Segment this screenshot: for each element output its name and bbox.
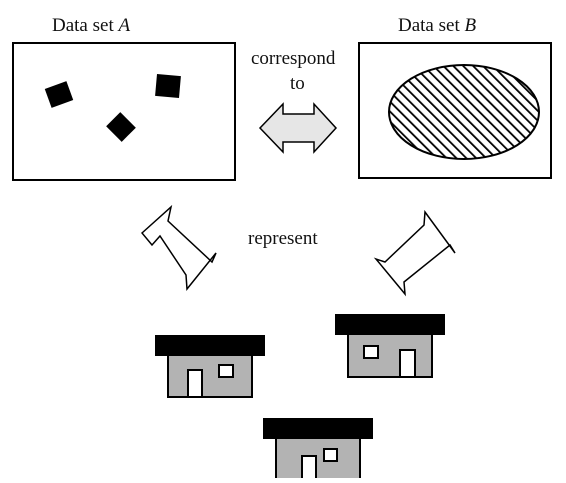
correspond-label-line2: to <box>290 73 305 94</box>
correspond-double-arrow <box>258 102 338 154</box>
house-2 <box>335 314 445 378</box>
set-a-square-3 <box>106 112 136 142</box>
house-2-window <box>363 345 379 359</box>
house-3-body <box>275 437 361 481</box>
house-2-door <box>399 349 416 378</box>
house-1 <box>155 335 265 398</box>
data-set-b-prefix: Data set <box>398 15 465 36</box>
house-2-body <box>347 333 433 378</box>
represent-arrow-right <box>373 209 456 297</box>
house-3-window <box>323 448 338 462</box>
represent-label: represent <box>248 228 318 249</box>
correspond-label-line1: correspond <box>251 48 336 69</box>
data-set-a-box <box>12 42 236 181</box>
represent-arrow-left <box>140 204 217 291</box>
house-1-window <box>218 364 234 378</box>
house-1-body <box>167 354 253 398</box>
house-3-door <box>301 455 317 481</box>
data-set-a-letter: A <box>118 15 131 36</box>
house-3-roof <box>263 418 373 439</box>
house-1-roof <box>155 335 265 356</box>
set-b-hatched-ellipse <box>388 64 540 160</box>
house-2-roof <box>335 314 445 335</box>
house-3 <box>263 418 373 481</box>
data-set-a-prefix: Data set <box>52 15 119 36</box>
house-1-door <box>187 369 203 398</box>
data-set-b-label: Data set B <box>398 16 476 35</box>
set-a-square-2 <box>155 73 181 99</box>
data-set-a-label: Data set A <box>52 16 130 35</box>
data-set-b-letter: B <box>464 15 477 36</box>
set-a-square-1 <box>44 81 74 108</box>
